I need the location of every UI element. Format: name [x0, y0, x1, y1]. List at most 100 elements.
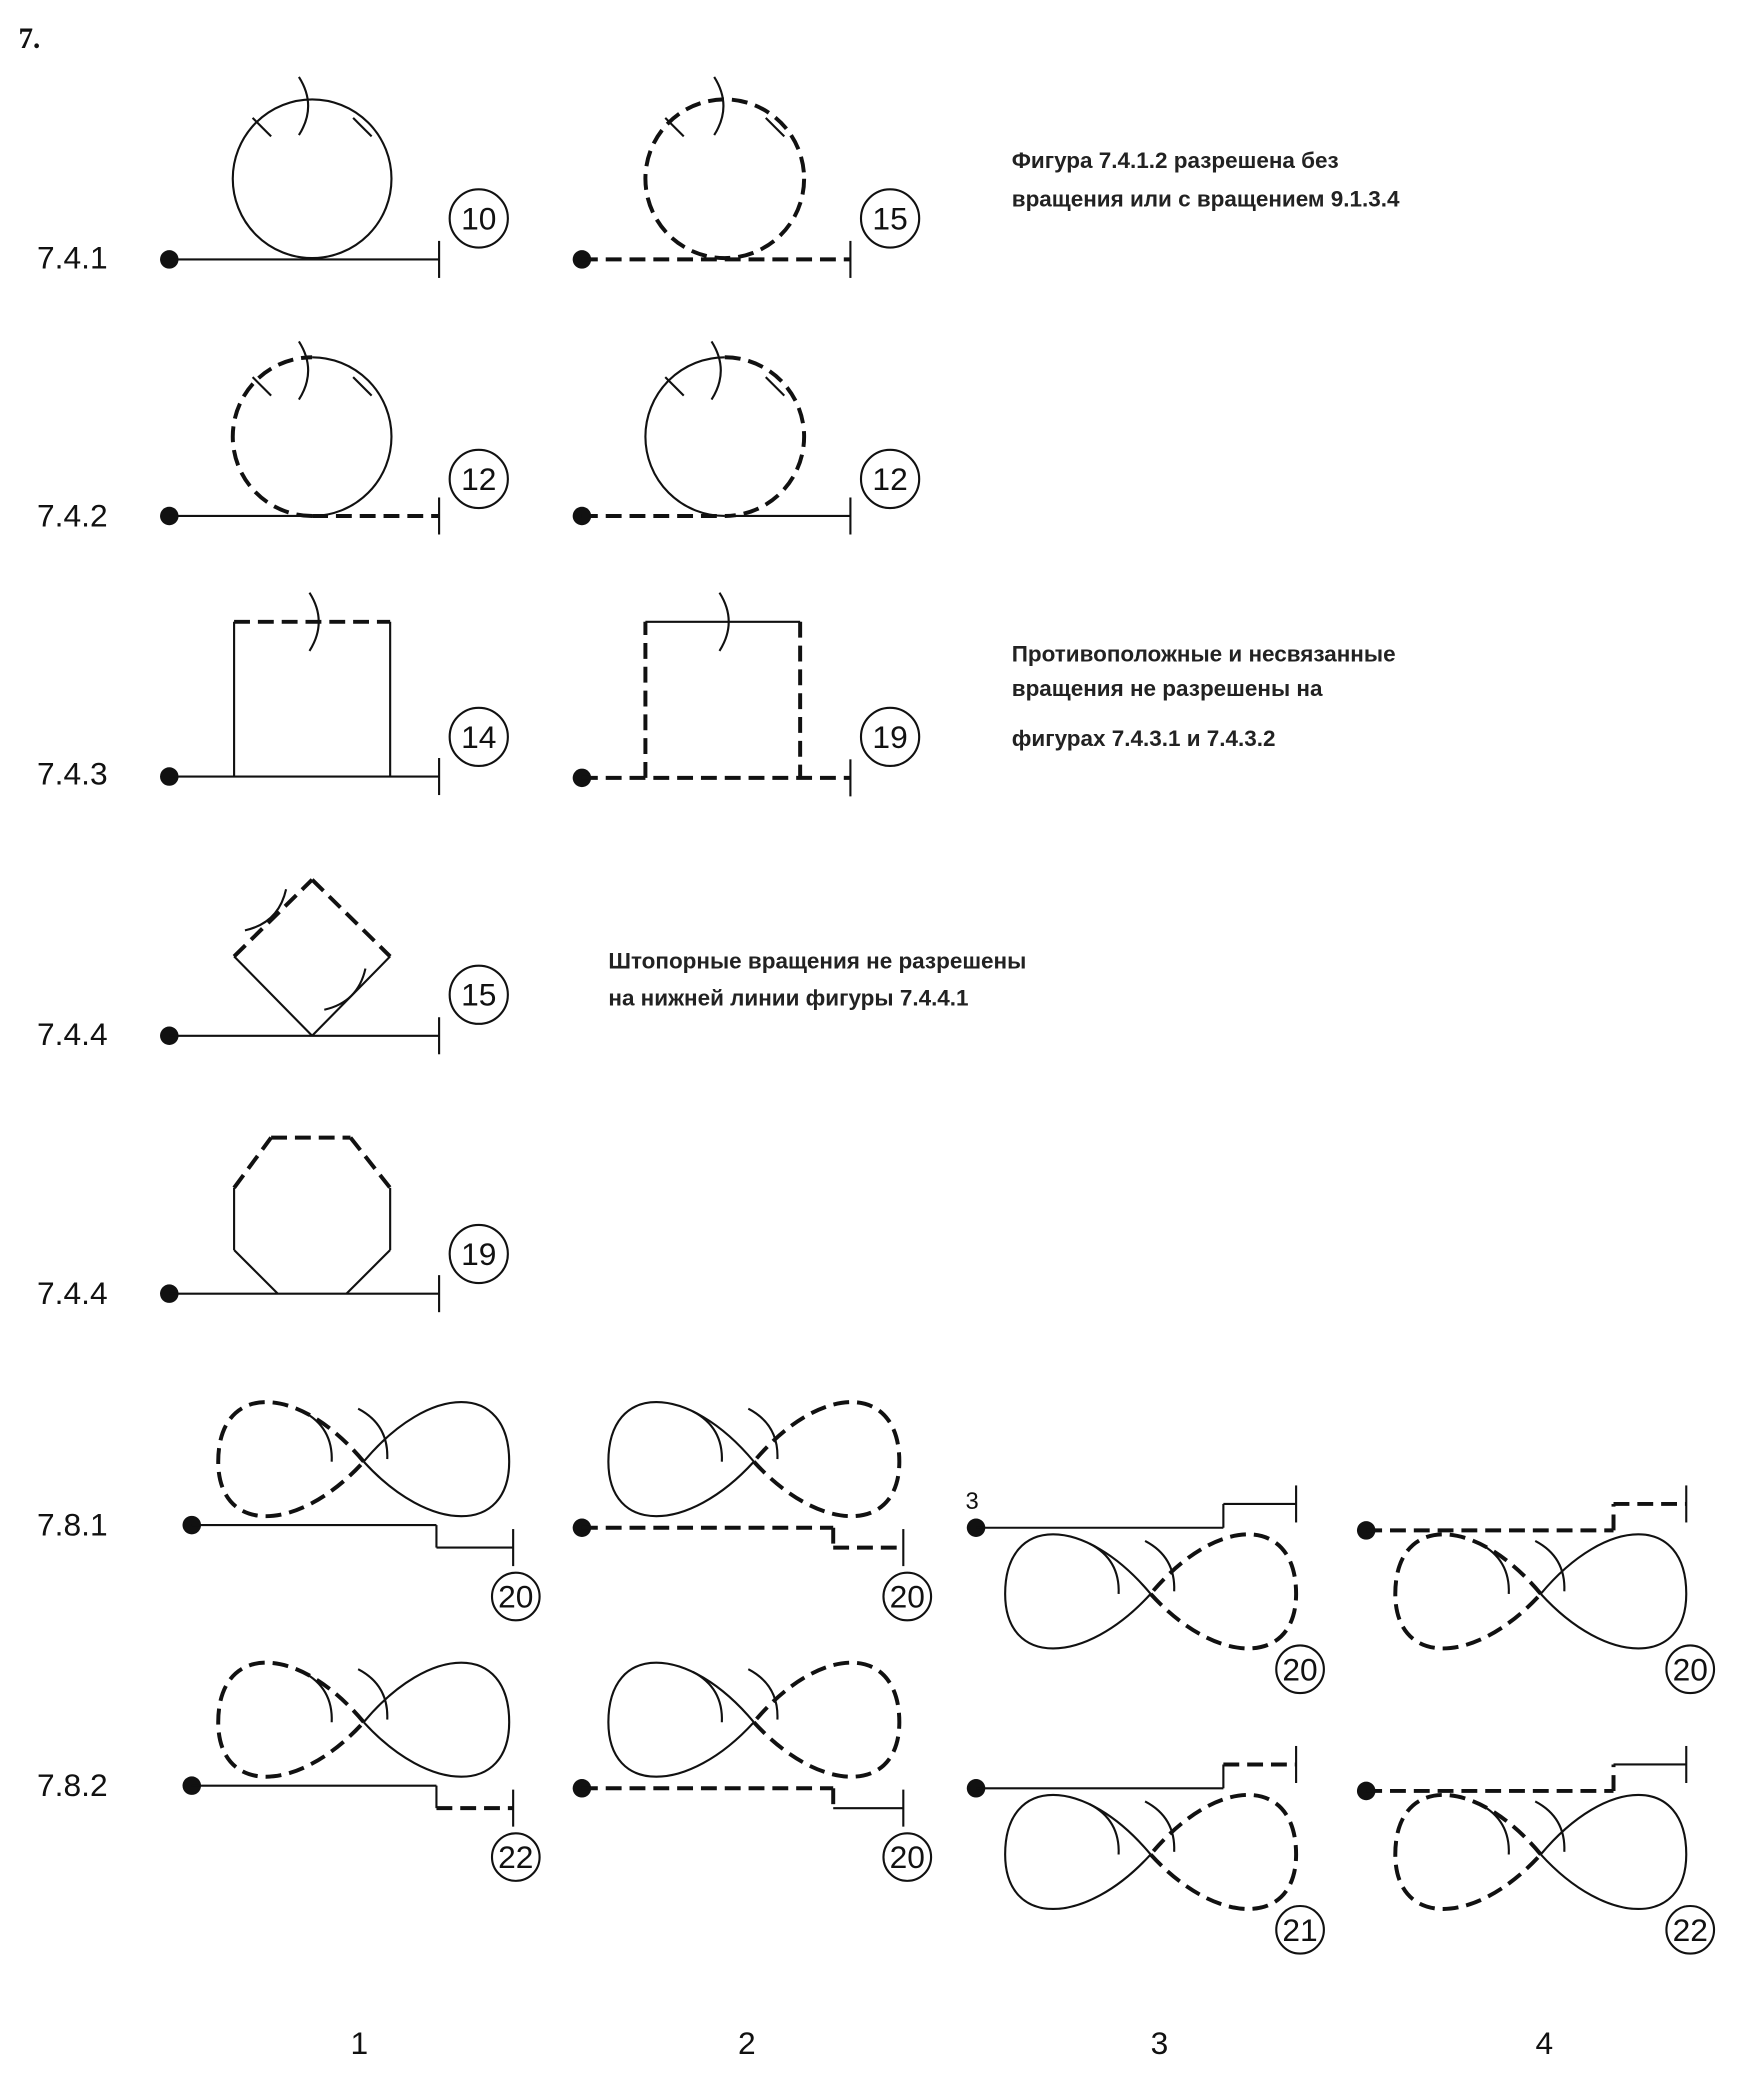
- eight-left-loop: [1004, 1794, 1152, 1911]
- k-factor-number: 22: [1673, 1912, 1708, 1948]
- k-factor-number: 15: [461, 977, 496, 1013]
- row-label: 7.4.3: [37, 755, 108, 791]
- k-factor-circle: [882, 1832, 933, 1882]
- k-factor-circle: [1275, 1904, 1325, 1955]
- k-factor-circle: [448, 188, 509, 249]
- k-factor-number: 19: [461, 1236, 496, 1272]
- row-label: 7.8.2: [37, 1767, 108, 1803]
- k-factor-number: 10: [461, 200, 496, 236]
- eight-left-loop: [216, 1660, 366, 1779]
- roll-symbol: [302, 1670, 333, 1723]
- eight-right-loop: [752, 1400, 902, 1519]
- eight-left-loop: [1393, 1793, 1543, 1911]
- roll-symbol: [1089, 1542, 1120, 1594]
- note-7-4-3-line2: вращения не разрешены на: [1012, 676, 1323, 701]
- note-7-4-1-line2: вращения или с вращением 9.1.3.4: [1012, 187, 1400, 212]
- k-factor-circle: [448, 706, 509, 768]
- k-factor-circle: [859, 706, 921, 768]
- flight-line: [233, 1249, 279, 1295]
- eight-right-loop: [1149, 1532, 1299, 1651]
- k-factor-circle: [448, 1223, 509, 1285]
- roll-tick: [664, 117, 685, 138]
- roll-symbol: [1144, 1800, 1176, 1852]
- loop-half: [644, 356, 725, 518]
- roll-symbol: [357, 1407, 389, 1460]
- roll-tick: [352, 376, 373, 397]
- roll-symbol: [302, 1410, 333, 1462]
- eight-left-loop: [607, 1661, 755, 1778]
- roll-tick: [251, 376, 272, 397]
- k-factor-number: 14: [461, 719, 496, 755]
- roll-symbol: [692, 1410, 723, 1462]
- roll-tick: [352, 117, 373, 138]
- k-factor-number: 19: [872, 719, 907, 755]
- roll-symbol: [244, 888, 288, 932]
- row-label: 7.4.4: [37, 1016, 108, 1052]
- roll-symbol: [1479, 1542, 1510, 1594]
- roll-symbol: [1089, 1803, 1120, 1855]
- eight-right-loop: [752, 1660, 902, 1779]
- loop: [643, 97, 807, 261]
- loop: [231, 98, 393, 260]
- k-factor-number: 20: [1673, 1651, 1708, 1687]
- row-label: 7.4.1: [37, 240, 108, 276]
- k-factor-number: 12: [872, 461, 907, 497]
- k-factor-number: 20: [890, 1839, 925, 1875]
- note-7-4-4-line1: Штопорные вращения не разрешены: [608, 948, 1026, 973]
- eight-right-loop: [1539, 1794, 1688, 1911]
- k-factor-circle: [448, 448, 509, 510]
- note-7-4-3-line1: Противоположные и несвязанные: [1012, 641, 1396, 666]
- k-factor-circle: [859, 188, 921, 249]
- eight-left-loop: [216, 1400, 366, 1519]
- eight-right-loop: [362, 1661, 511, 1778]
- k-factor-number: 20: [1282, 1651, 1317, 1687]
- eight-left-loop: [1004, 1533, 1152, 1650]
- loop-half: [724, 355, 807, 518]
- column-label: 3: [1151, 2025, 1169, 2061]
- roll-symbol: [1534, 1800, 1566, 1852]
- eight-left-loop: [1393, 1532, 1543, 1651]
- roll-tick: [765, 117, 786, 138]
- k-factor-number: 22: [498, 1839, 533, 1875]
- note-7-4-1-line1: Фигура 7.4.1.2 разрешена без: [1012, 148, 1339, 173]
- k-factor-circle: [1665, 1644, 1716, 1695]
- loop-half: [230, 355, 313, 518]
- roll-symbol: [1534, 1539, 1566, 1592]
- small-label: 3: [965, 1488, 978, 1515]
- roll-symbol: [692, 1670, 723, 1723]
- roll-symbol: [713, 76, 725, 136]
- k-factor-number: 20: [890, 1579, 925, 1615]
- flight-line: [233, 955, 313, 1037]
- loop-half: [312, 356, 393, 518]
- flight-line: [310, 878, 392, 958]
- roll-symbol: [357, 1668, 389, 1720]
- column-label: 4: [1535, 2025, 1553, 2061]
- flight-line: [232, 1136, 273, 1190]
- column-label: 1: [350, 2025, 368, 2061]
- row-label: 7.4.2: [37, 498, 108, 534]
- eight-right-loop: [1149, 1793, 1299, 1911]
- k-factor-number: 15: [872, 200, 907, 236]
- roll-tick: [664, 376, 685, 397]
- roll-symbol: [718, 592, 730, 652]
- roll-symbol: [298, 76, 310, 136]
- eight-right-loop: [362, 1401, 511, 1518]
- flight-line: [348, 1136, 392, 1190]
- eight-right-loop: [1539, 1533, 1688, 1650]
- roll-symbol: [298, 340, 310, 401]
- roll-tick: [251, 117, 272, 138]
- row-label: 7.8.1: [37, 1507, 108, 1543]
- k-factor-circle: [490, 1571, 541, 1622]
- eight-left-loop: [607, 1401, 755, 1518]
- k-factor-number: 20: [498, 1579, 533, 1615]
- k-factor-number: 21: [1282, 1912, 1317, 1948]
- k-factor-circle: [882, 1571, 933, 1622]
- note-7-4-3-line3: фигурах 7.4.3.1 и 7.4.3.2: [1012, 726, 1276, 751]
- flight-line: [232, 878, 314, 958]
- k-factor-circle: [490, 1832, 541, 1882]
- roll-symbol: [324, 968, 367, 1011]
- section-number: 7.: [19, 23, 41, 55]
- column-label: 2: [738, 2025, 756, 2061]
- roll-symbol: [747, 1407, 779, 1460]
